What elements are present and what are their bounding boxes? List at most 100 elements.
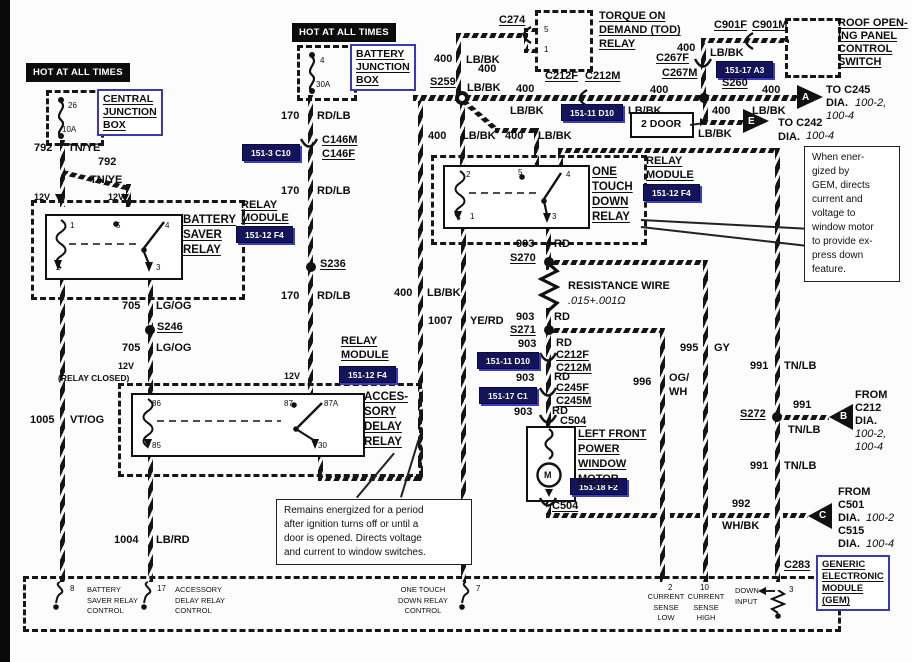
tod-relay-box <box>535 10 593 72</box>
wire-label: 400 <box>478 63 497 75</box>
note-callout-line <box>640 226 805 247</box>
wire-label: 792 <box>98 156 117 168</box>
otd-module-badge: 151-12 F4 <box>643 184 700 201</box>
bsr-12v-right: 12V <box>108 192 125 202</box>
gem-pin: 7 <box>476 584 481 593</box>
connector-c267m-label: C267M <box>662 67 698 79</box>
connector-c146f-label: C146F <box>322 148 356 160</box>
gem-pin-text: DOWN RELAY <box>398 595 448 605</box>
splice-s259-dot <box>455 91 469 105</box>
connector-icon <box>538 497 558 507</box>
connector-c245m-label: C245M <box>556 395 592 407</box>
wire-label: RD <box>556 337 572 349</box>
arrow-icon <box>700 118 708 126</box>
label-line: (GEM) <box>822 594 850 606</box>
tod-name: TORQUE ON <box>599 10 666 22</box>
wire-992-seg2 <box>670 513 700 518</box>
relay-module-label: MODULE <box>241 212 289 224</box>
triangle-ref-c-letter: C <box>819 510 827 521</box>
ref-b-from: FROM <box>855 389 888 401</box>
relay-coil-switch-icon <box>454 170 563 223</box>
wire-label: OG/ <box>669 372 690 384</box>
c245-badge: 151-17 C1 <box>479 387 537 404</box>
wire-label: RD/LB <box>317 185 351 197</box>
triangle-ref-c <box>808 503 832 529</box>
wire-tod-pin5-stub <box>524 28 540 32</box>
otd-pin: 2 <box>466 170 471 179</box>
acc-12v-top: 12V <box>284 371 301 381</box>
splice-s260-dot <box>699 93 709 103</box>
battery-junction-box-label: BATTERY JUNCTION BOX <box>350 44 416 92</box>
wire-label: LB/BK <box>698 128 732 140</box>
wire-label: 1005 <box>30 414 55 426</box>
label-line: CENTRAL <box>103 93 154 105</box>
wire-995 <box>703 260 708 582</box>
c212-badge: 151-11 D10 <box>477 352 539 369</box>
motor-name: WINDOW <box>578 458 627 470</box>
ref-e-page: 100-4 <box>806 130 835 142</box>
label-line: BOX <box>103 119 126 132</box>
two-door-box <box>630 112 694 138</box>
wire-label: YE/RD <box>470 315 504 327</box>
central-junction-box-label: CENTRAL JUNCTION BOX <box>97 89 163 137</box>
connector-c504-bottom-label: C504 <box>552 500 579 512</box>
wire-label: GY <box>714 342 730 354</box>
connector-icon <box>538 387 558 397</box>
splice-s259-label: S259 <box>430 76 456 88</box>
wire-label: RD/LB <box>317 110 351 122</box>
one-touch-down-relay-inner <box>443 165 590 229</box>
splice-s270-dot <box>544 257 554 267</box>
ref-e-dia: DIA. <box>778 131 800 143</box>
connector-c146m-label: C146M <box>322 134 358 146</box>
two-door-label: 2 DOOR <box>641 118 682 130</box>
wire-991-b-branch <box>777 415 829 420</box>
wire-1004 <box>148 451 153 582</box>
acc-pin: 87A <box>324 399 339 408</box>
tod-pin: 1 <box>544 45 549 54</box>
gem-pin-text: CURRENT <box>647 592 685 601</box>
otd-pin: 4 <box>566 170 571 179</box>
gem-pin-text: INPUT <box>735 596 758 606</box>
gem-pin-text: ONE TOUCH <box>400 585 446 594</box>
wire-400-e-drop <box>703 99 708 124</box>
wire-label: LB/BK <box>427 287 461 299</box>
acc-name: RELAY <box>364 436 402 448</box>
connector-icon <box>522 25 532 45</box>
acc-pin: 87 <box>284 399 293 408</box>
connector-c274-label: C274 <box>499 14 526 26</box>
wire-label: 903 <box>518 338 537 350</box>
wire-400-acc <box>418 97 423 481</box>
gem-label-box: GENERIC ELECTRONIC MODULE (GEM) <box>816 555 890 611</box>
accessory-delay-relay-module-box <box>118 383 422 477</box>
wire-label: 400 <box>505 130 524 142</box>
wire-991-top-run <box>558 148 780 153</box>
label-line: BOX <box>356 74 379 87</box>
wire-label: LG/OG <box>156 342 192 354</box>
connector-icon <box>299 138 319 148</box>
motor-name: MOTOR <box>578 473 619 485</box>
otd-name: DOWN <box>592 196 629 208</box>
splice-s271-dot <box>544 325 554 335</box>
wire-label: LB/BK <box>538 130 572 142</box>
wire-400-c274-run <box>456 33 526 38</box>
ref-c-from: FROM <box>838 486 871 498</box>
wire-1005 <box>60 276 65 582</box>
splice-s272-dot <box>772 412 782 422</box>
gem-pin-text: CONTROL <box>87 606 124 615</box>
wire-label: LB/BK <box>628 105 662 117</box>
wire-label: LB/BK <box>752 105 786 117</box>
gem-resistor-icon <box>770 590 786 619</box>
acc-pin: 85 <box>152 441 161 450</box>
wire-label: LB/RD <box>156 534 190 546</box>
note-line: Remains energized for a period <box>284 505 424 516</box>
relay-closed-label: (RELAY CLOSED) <box>58 373 130 383</box>
wire-400-s260-riser <box>701 40 706 99</box>
label-line: ELECTRONIC <box>822 570 884 582</box>
splice-s246-dot <box>145 325 155 335</box>
label-line: JUNCTION <box>103 106 157 119</box>
gem-coil-icon <box>141 581 152 610</box>
bsr-module-badge: 151-12 F4 <box>236 226 293 243</box>
triangle-ref-e-letter: E <box>748 116 755 127</box>
